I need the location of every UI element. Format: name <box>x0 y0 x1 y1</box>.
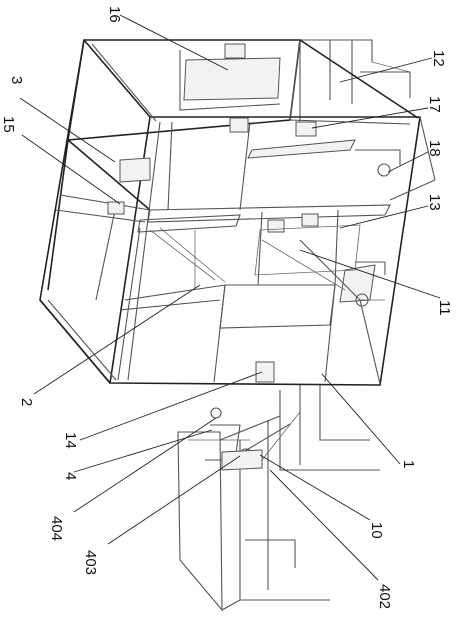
ref-10: 10 <box>368 522 385 539</box>
ref-11: 11 <box>436 300 453 316</box>
leader-lines <box>19 14 441 581</box>
lower-bench <box>177 385 380 612</box>
ref-12: 12 <box>430 50 447 67</box>
ref-1: 1 <box>400 460 417 468</box>
internal-members <box>55 50 391 383</box>
ref-16: 16 <box>106 6 123 23</box>
reference-numerals: 16 12 3 15 17 18 13 11 2 14 1 4 404 10 4… <box>0 6 453 609</box>
ref-17: 17 <box>426 96 443 113</box>
ref-403: 403 <box>82 550 99 575</box>
right-rails <box>299 116 436 385</box>
ref-14: 14 <box>62 432 79 449</box>
ref-2: 2 <box>18 398 35 406</box>
main-frame <box>39 39 421 386</box>
ref-4: 4 <box>62 472 79 480</box>
ref-18: 18 <box>426 140 443 157</box>
ref-13: 13 <box>426 194 443 211</box>
ref-404: 404 <box>48 516 65 541</box>
components <box>107 43 391 383</box>
ref-402: 402 <box>376 584 393 609</box>
ref-15: 15 <box>0 116 17 133</box>
ref-3: 3 <box>8 76 25 84</box>
